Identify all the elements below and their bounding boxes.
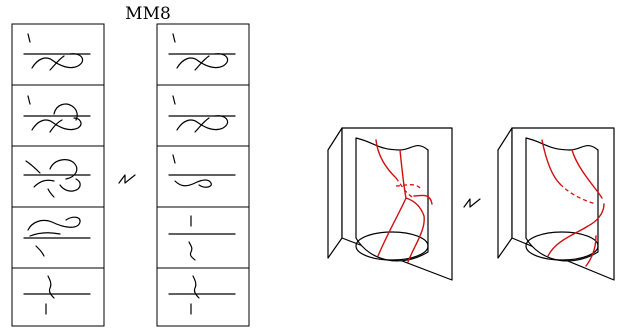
left-frame-4: [23, 216, 91, 257]
right-frame-4: [168, 215, 236, 261]
right-frame-1: [168, 33, 236, 71]
right-frame-3: [168, 154, 236, 188]
right-frame-2: [168, 95, 236, 133]
squiggle-arrow-icon: [118, 174, 136, 184]
left-frame-3: [23, 159, 91, 198]
right-frame-5: [168, 275, 236, 315]
left-frame-1: [23, 33, 91, 71]
right-frame-column: [156, 23, 250, 327]
surface-figure-before: [327, 127, 453, 281]
squiggle-arrow-icon-2: [463, 198, 481, 208]
diagram-title: MM8: [125, 4, 171, 24]
left-frame-2: [23, 95, 91, 133]
surface-figure-after: [497, 127, 615, 281]
left-frame-column: [11, 23, 105, 327]
left-frame-5: [23, 275, 91, 315]
